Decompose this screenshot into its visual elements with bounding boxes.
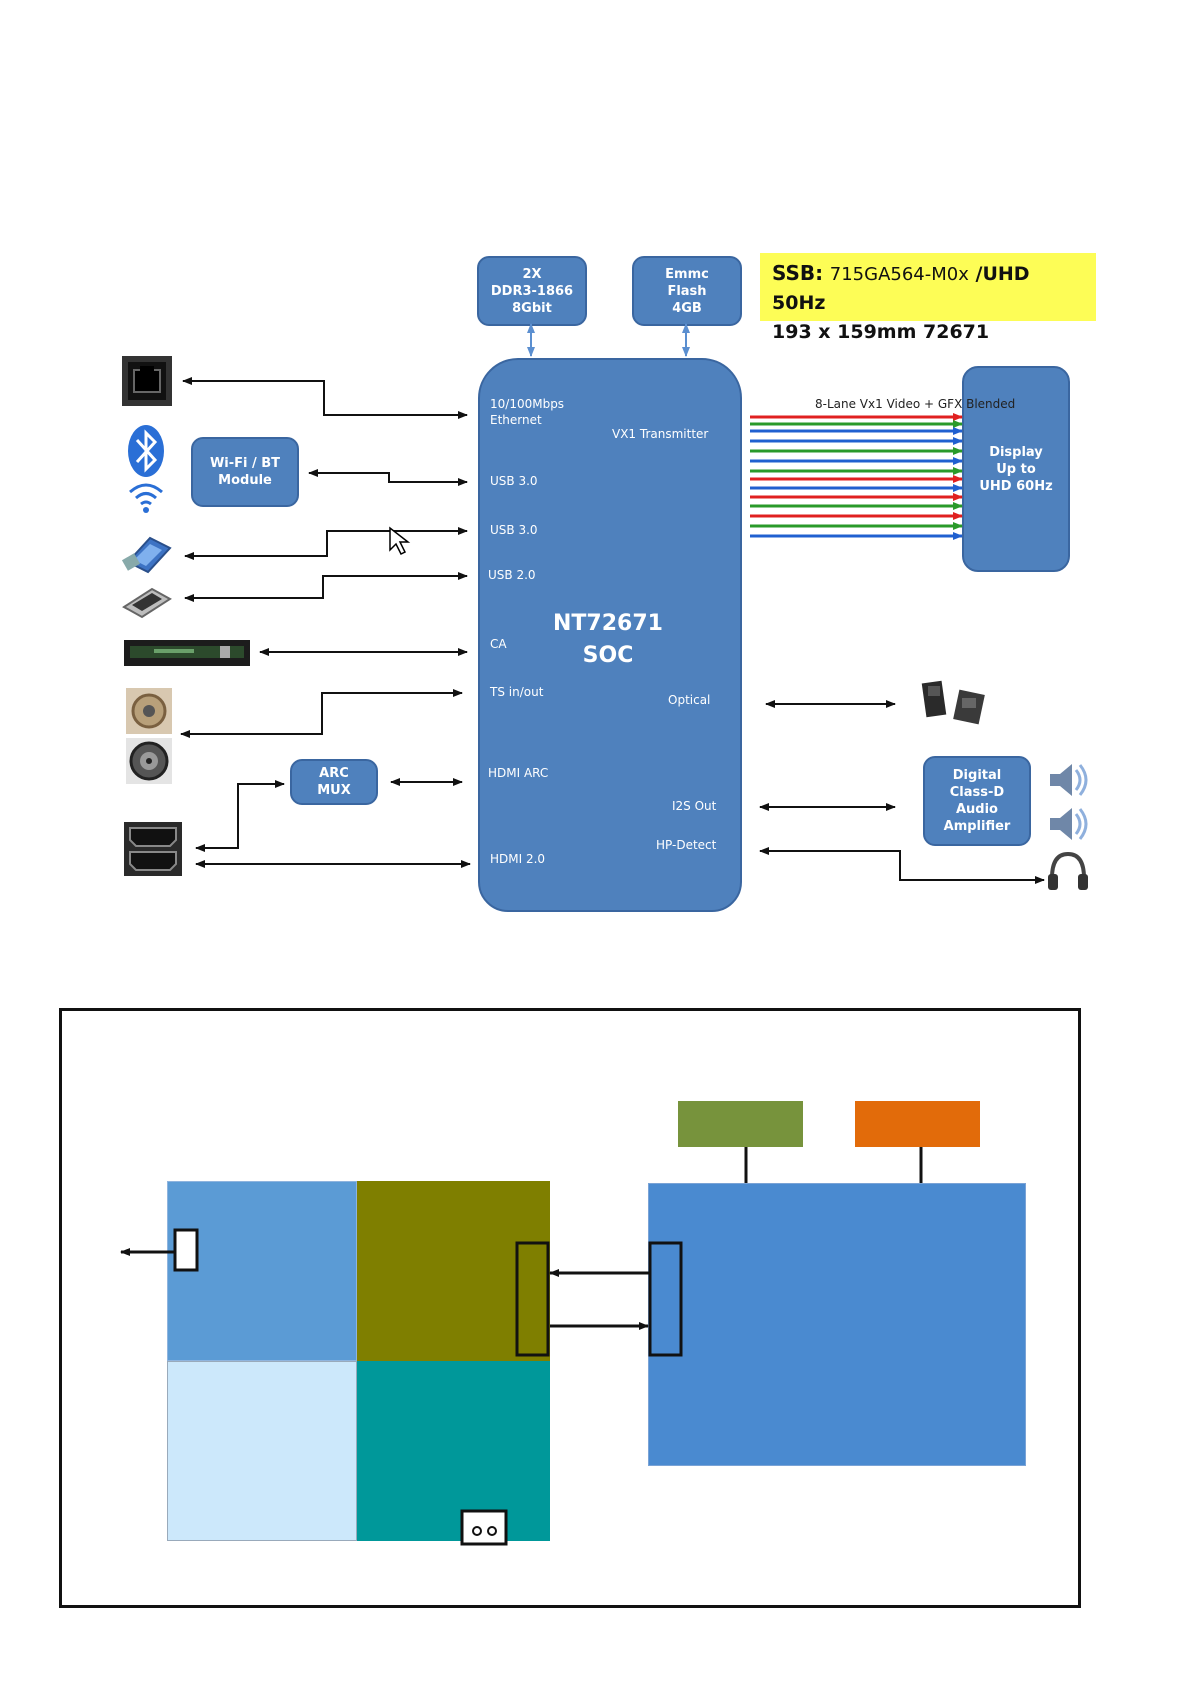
- ssb-line-2: 193 x 159mm 72671: [772, 321, 990, 343]
- usb3-connector-icon: [121, 536, 172, 574]
- usb3-link: [184, 527, 468, 560]
- two-pin-connector: [460, 1509, 508, 1546]
- usb2-connector-icon: [122, 587, 172, 619]
- soc-port-usb30-a: USB 3.0: [490, 474, 538, 488]
- coax-connector-icon: [126, 738, 172, 784]
- soc-port-ts: TS in/out: [490, 685, 544, 699]
- soc-type: SOC: [582, 643, 634, 668]
- usb2-link: [184, 572, 468, 602]
- optical-ports-icon: [921, 680, 985, 725]
- soc-port-hdmi20: HDMI 2.0: [490, 852, 546, 866]
- vx1-lane-label: 8-Lane Vx1 Video + GFX Blended: [815, 397, 1016, 411]
- display-box: Display Up to UHD 60Hz: [962, 366, 1070, 572]
- soc-block: [478, 358, 742, 912]
- bluetooth-icon: [128, 425, 164, 477]
- left-edge-connector: [173, 1228, 199, 1272]
- main-board-block: [648, 1183, 1026, 1466]
- orange-component-block: [855, 1101, 980, 1147]
- mouse-cursor-icon: [389, 526, 411, 556]
- vx1-lanes: [750, 413, 963, 540]
- wifi-link: [308, 469, 468, 486]
- pale-blue-quadrant: [167, 1361, 357, 1541]
- speaker-icon: [1050, 808, 1088, 840]
- ssb-info-label: SSB: 715GA564-M0x /UHD 50Hz 193 x 159mm …: [760, 253, 1096, 343]
- soc-port-usb30-b: USB 3.0: [490, 523, 538, 537]
- ts-link: [180, 689, 463, 738]
- board-layout-frame: [59, 1008, 1081, 1608]
- hdmi-arc-link: [195, 780, 285, 852]
- headphone-icon: [1048, 851, 1088, 890]
- main-board-connector: [648, 1241, 683, 1357]
- audio-amplifier-box: Digital Class-D Audio Amplifier: [923, 756, 1031, 846]
- soc-port-i2s: I2S Out: [672, 799, 717, 813]
- soc-port-vx1: VX1 Transmitter: [612, 427, 709, 441]
- blue-quadrant: [167, 1181, 357, 1361]
- emmc-flash-box: Emmc Flash 4GB: [632, 256, 742, 326]
- soc-port-ethernet: 10/100Mbps Ethernet: [490, 397, 565, 427]
- soc-port-hp-detect: HP-Detect: [656, 838, 717, 852]
- soc-title: NT72671 SOC: [478, 608, 738, 672]
- ssb-prefix: SSB:: [772, 261, 824, 285]
- wifi-bt-module-box: Wi-Fi / BT Module: [191, 437, 299, 507]
- ssb-suffix: /UHD 50Hz: [772, 263, 1030, 314]
- hdmi-ports-icon: [124, 822, 182, 876]
- ci-card-slot-icon: [124, 640, 250, 666]
- ssb-part-number: 715GA564-M0x: [829, 264, 969, 285]
- olive-board-connector: [515, 1241, 550, 1357]
- soc-port-usb20: USB 2.0: [488, 568, 536, 582]
- soc-port-optical: Optical: [668, 693, 711, 707]
- ethernet-port-icon: [122, 356, 172, 406]
- f-connector-icon: [126, 688, 172, 734]
- arc-mux-box: ARC MUX: [290, 759, 378, 805]
- speaker-icon: [1050, 764, 1088, 796]
- soc-port-ca: CA: [490, 637, 507, 651]
- soc-name: NT72671: [553, 611, 663, 636]
- teal-quadrant: [357, 1361, 550, 1541]
- hp-detect-link: [759, 847, 1045, 884]
- wifi-icon: [129, 483, 163, 513]
- soc-port-hdmi-arc: HDMI ARC: [488, 766, 549, 780]
- ssb-line-1: SSB: 715GA564-M0x /UHD 50Hz: [772, 259, 1084, 318]
- green-component-block: [678, 1101, 803, 1147]
- ethernet-link: [182, 377, 468, 419]
